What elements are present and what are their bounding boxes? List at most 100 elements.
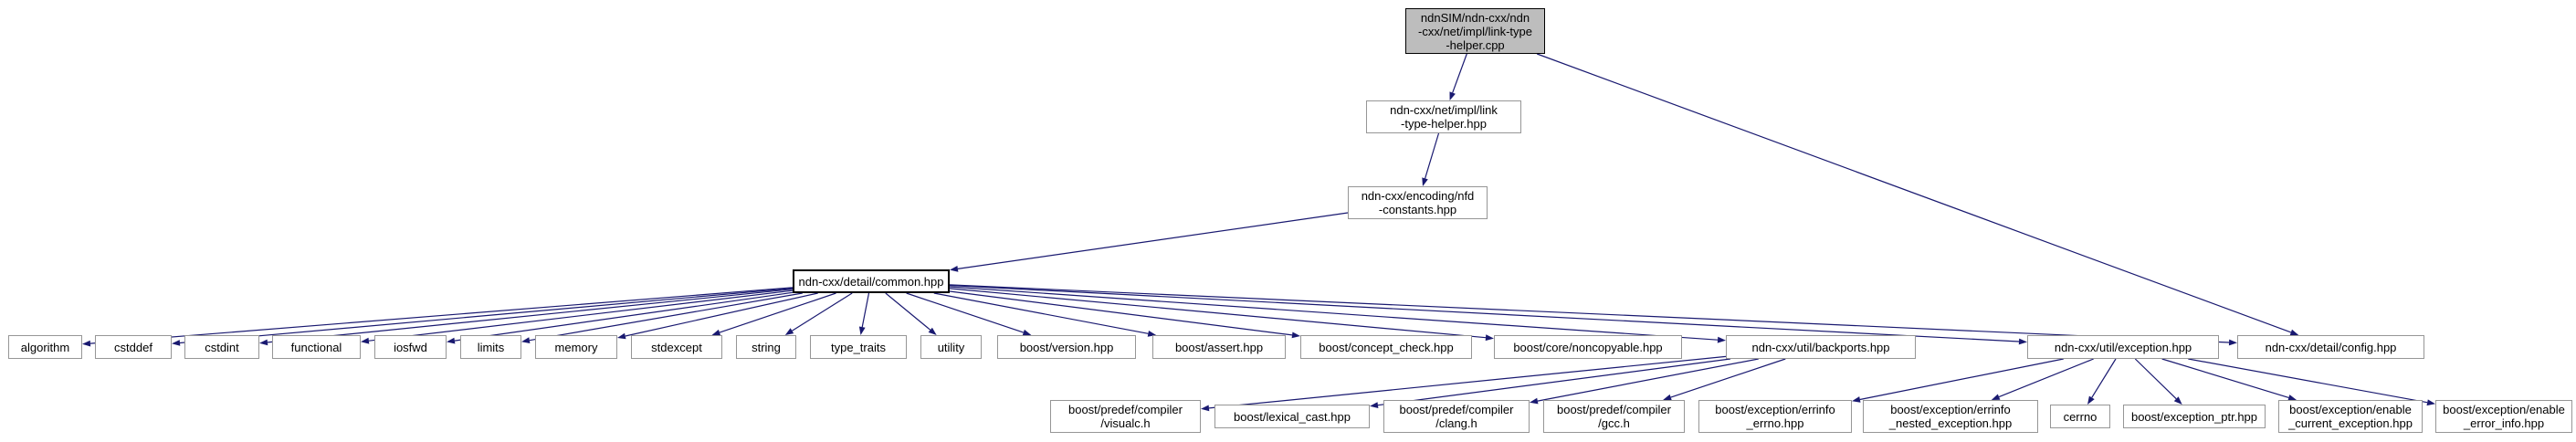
graph-node-label: boost/exception/errinfo _nested_exceptio… xyxy=(1888,403,2013,430)
graph-node-memory: memory xyxy=(535,335,617,359)
edge-arrowhead xyxy=(1717,336,1726,343)
edge-arrowhead xyxy=(711,329,721,336)
graph-node-boost-assert-hpp: boost/assert.hpp xyxy=(1152,335,1286,359)
edge-common-hpp--utility xyxy=(885,292,931,331)
edge-arrowhead xyxy=(1201,405,1210,412)
graph-node-label: iosfwd xyxy=(394,340,427,354)
graph-node-limits: limits xyxy=(460,335,521,359)
graph-node-label: ndn-cxx/detail/common.hpp xyxy=(798,274,944,289)
graph-node-link-type-helper-hpp[interactable]: ndn-cxx/net/impl/link -type-helper.hpp xyxy=(1366,100,1521,133)
graph-node-label: ndn-cxx/util/exception.hpp xyxy=(2054,340,2192,354)
edge-common-hpp--type-traits xyxy=(861,292,870,328)
graph-node-label: ndn-cxx/encoding/nfd -constants.hpp xyxy=(1361,189,1475,216)
edge-exception-hpp--boost-errinfo-errno-hpp xyxy=(1859,358,2064,401)
graph-node-nfd-constants-hpp[interactable]: ndn-cxx/encoding/nfd -constants.hpp xyxy=(1348,186,1488,219)
graph-node-string: string xyxy=(736,335,796,359)
graph-node-boost-predef-clang-h: boost/predef/compiler /clang.h xyxy=(1383,400,1530,433)
edge-arrowhead xyxy=(2018,338,2027,345)
edge-common-hpp--boost-assert-hpp xyxy=(933,292,1149,334)
graph-node-label: boost/exception_ptr.hpp xyxy=(2130,409,2258,424)
graph-node-label: functional xyxy=(290,340,342,354)
edge-arrowhead xyxy=(1485,334,1494,342)
edge-arrowhead xyxy=(361,337,370,344)
edge-exception-hpp--boost-errinfo-nested-exception-hpp xyxy=(1998,358,2094,398)
graph-node-label: ndn-cxx/net/impl/link -type-helper.hpp xyxy=(1390,103,1498,131)
edge-arrowhead xyxy=(2173,396,2182,405)
graph-node-stdexcept: stdexcept xyxy=(631,335,722,359)
graph-node-label: cerrno xyxy=(2063,409,2098,424)
graph-node-exception-hpp[interactable]: ndn-cxx/util/exception.hpp xyxy=(2027,335,2219,359)
graph-node-boost-lexical-cast-hpp: boost/lexical_cast.hpp xyxy=(1214,405,1370,428)
graph-node-label: boost/version.hpp xyxy=(1019,340,1114,354)
graph-node-type-traits: type_traits xyxy=(810,335,907,359)
graph-node-label: boost/exception/enable _error_info.hpp xyxy=(2443,403,2565,430)
edge-common-hpp--boost-version-hpp xyxy=(906,292,1024,333)
graph-node-boost-enable-error-info-hpp: boost/exception/enable _error_info.hpp xyxy=(2435,400,2572,433)
edge-exception-hpp--cerrno xyxy=(2091,358,2117,398)
edge-arrowhead xyxy=(2087,395,2095,405)
edge-common-hpp--exception-hpp xyxy=(949,284,2020,342)
edge-common-hpp--backports-hpp xyxy=(949,286,1719,341)
graph-node-config-hpp[interactable]: ndn-cxx/detail/config.hpp xyxy=(2237,335,2424,359)
edge-link-type-helper-cpp--config-hpp xyxy=(1536,53,2292,333)
edge-arrowhead xyxy=(1852,396,1861,403)
edge-arrowhead xyxy=(521,337,531,343)
graph-node-boost-predef-visualc-h: boost/predef/compiler /visualc.h xyxy=(1050,400,1201,433)
graph-node-boost-enable-current-exception-hpp: boost/exception/enable _current_exceptio… xyxy=(2278,400,2423,433)
graph-node-label: type_traits xyxy=(831,340,886,354)
edge-arrowhead xyxy=(1663,394,1672,401)
edge-arrowhead xyxy=(172,340,181,346)
graph-node-label: boost/predef/compiler /visualc.h xyxy=(1067,403,1183,430)
graph-node-label: boost/exception/errinfo _errno.hpp xyxy=(1715,403,1835,430)
graph-node-boost-core-noncopyable-hpp: boost/core/noncopyable.hpp xyxy=(1494,335,1682,359)
graph-node-label: ndn-cxx/util/backports.hpp xyxy=(1751,340,1890,354)
edge-backports-hpp--boost-predef-visualc-h xyxy=(1208,355,1727,409)
edge-arrowhead xyxy=(2287,395,2297,401)
edge-arrowhead xyxy=(1530,397,1539,405)
graph-node-iosfwd: iosfwd xyxy=(374,335,447,359)
edge-common-hpp--functional xyxy=(368,289,794,342)
graph-node-cerrno: cerrno xyxy=(2050,405,2110,428)
edge-exception-hpp--boost-enable-current-exception-hpp xyxy=(2161,358,2289,398)
edge-common-hpp--config-hpp xyxy=(949,284,2230,343)
graph-node-boost-concept-check-hpp: boost/concept_check.hpp xyxy=(1300,335,1472,359)
edge-arrowhead xyxy=(1370,402,1379,408)
edge-common-hpp--boost-concept-check-hpp xyxy=(949,290,1293,336)
edge-arrowhead xyxy=(447,337,456,344)
graph-node-label: boost/predef/compiler /gcc.h xyxy=(1556,403,1671,430)
edge-common-hpp--cstddef xyxy=(179,288,794,344)
edge-arrowhead xyxy=(2228,339,2237,346)
edge-arrowhead xyxy=(950,266,959,272)
graph-node-label: stdexcept xyxy=(651,340,702,354)
edge-arrowhead xyxy=(784,328,794,335)
edge-common-hpp--cstdint xyxy=(267,289,794,343)
graph-node-backports-hpp[interactable]: ndn-cxx/util/backports.hpp xyxy=(1726,335,1916,359)
graph-node-cstddef: cstddef xyxy=(95,335,172,359)
graph-node-label: limits xyxy=(477,340,505,354)
edge-exception-hpp--boost-enable-error-info-hpp xyxy=(2188,358,2428,404)
graph-node-label: utility xyxy=(937,340,965,354)
graph-node-label: string xyxy=(752,340,781,354)
edge-backports-hpp--boost-predef-clang-h xyxy=(1537,358,1759,402)
edge-backports-hpp--boost-predef-gcc-h xyxy=(1670,358,1786,398)
edge-common-hpp--stdexcept xyxy=(719,292,836,333)
graph-node-boost-errinfo-errno-hpp: boost/exception/errinfo _errno.hpp xyxy=(1698,400,1852,433)
graph-node-common-hpp[interactable]: ndn-cxx/detail/common.hpp xyxy=(793,269,950,293)
edge-common-hpp--algorithm xyxy=(89,287,794,344)
edge-common-hpp--memory xyxy=(625,292,818,337)
edge-arrowhead xyxy=(1449,91,1456,100)
graph-node-label: boost/core/noncopyable.hpp xyxy=(1513,340,1663,354)
edge-common-hpp--iosfwd xyxy=(454,291,794,342)
graph-node-label: boost/assert.hpp xyxy=(1174,340,1264,354)
graph-node-label: boost/concept_check.hpp xyxy=(1319,340,1454,354)
graph-node-label: boost/predef/compiler /clang.h xyxy=(1399,403,1514,430)
graph-node-link-type-helper-cpp[interactable]: ndnSIM/ndn-cxx/ndn -cxx/net/impl/link-ty… xyxy=(1405,8,1545,54)
graph-node-label: cstdint xyxy=(205,340,239,354)
graph-node-cstdint: cstdint xyxy=(184,335,259,359)
graph-node-functional: functional xyxy=(272,335,361,359)
edge-common-hpp--limits xyxy=(529,292,803,342)
graph-node-label: ndn-cxx/detail/config.hpp xyxy=(2265,340,2397,354)
graph-node-boost-version-hpp: boost/version.hpp xyxy=(997,335,1136,359)
